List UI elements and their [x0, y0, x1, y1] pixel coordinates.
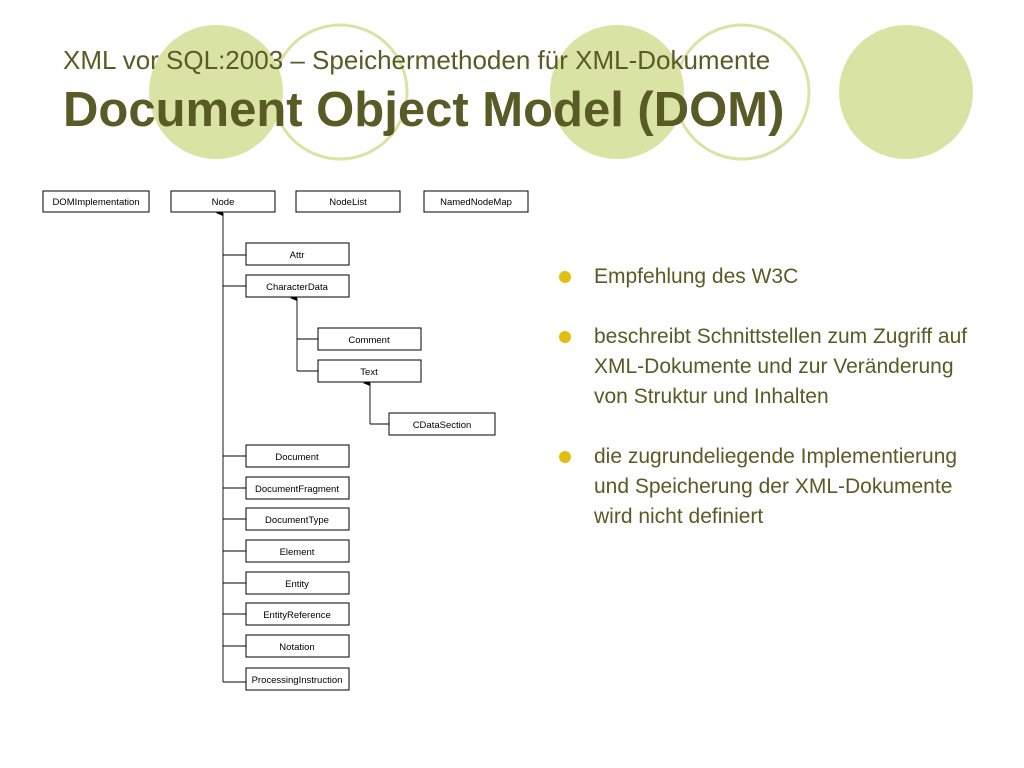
class-box-domimplementation: DOMImplementation: [42, 190, 150, 213]
class-box-comment: Comment: [317, 327, 422, 351]
bullet-text: Empfehlung des W3C: [594, 265, 799, 288]
class-box-documenttype: DocumentType: [245, 507, 350, 531]
bullet-dot-icon: [559, 271, 571, 283]
decor-circle-outline: [673, 23, 811, 161]
class-label: Element: [280, 547, 315, 558]
bullet-list: Empfehlung des W3C beschreibt Schnittste…: [557, 262, 987, 562]
class-label: DocumentType: [265, 515, 329, 526]
class-label: Node: [212, 197, 235, 208]
bullet-text: die zugrundeliegende Implementierung und…: [594, 445, 958, 528]
class-box-entity: Entity: [245, 571, 350, 595]
decor-circle: [149, 25, 283, 159]
bullet-dot-icon: [559, 331, 571, 343]
class-box-documentfragment: DocumentFragment: [245, 476, 350, 500]
class-box-namednodemap: NamedNodeMap: [423, 190, 529, 213]
class-label: DocumentFragment: [255, 484, 339, 495]
bullet-item: die zugrundeliegende Implementierung und…: [557, 442, 987, 532]
class-label: Notation: [279, 642, 314, 653]
class-label: ProcessingInstruction: [252, 675, 343, 686]
class-box-cdatasection: CDataSection: [388, 412, 496, 436]
class-label: Document: [275, 452, 319, 463]
bullet-item: beschreibt Schnittstellen zum Zugriff au…: [557, 322, 987, 412]
decor-circle-outline: [271, 23, 409, 161]
class-label: NamedNodeMap: [440, 197, 512, 208]
class-label: Attr: [290, 250, 305, 261]
class-box-characterdata: CharacterData: [245, 274, 350, 298]
slide-title: Document Object Model (DOM): [63, 83, 785, 137]
class-label: CharacterData: [266, 282, 328, 293]
decor-circle: [839, 25, 973, 159]
class-box-element: Element: [245, 539, 350, 563]
class-label: DOMImplementation: [52, 197, 139, 208]
class-label: CDataSection: [413, 420, 472, 431]
bullet-item: Empfehlung des W3C: [557, 262, 987, 292]
class-label: NodeList: [329, 197, 367, 208]
class-box-node: Node: [170, 190, 276, 213]
bullet-text: beschreibt Schnittstellen zum Zugriff au…: [594, 325, 968, 408]
class-label: Comment: [348, 335, 390, 346]
class-box-document: Document: [245, 444, 350, 468]
class-label: EntityReference: [263, 610, 331, 621]
class-label: Text: [360, 367, 378, 378]
class-box-attr: Attr: [245, 242, 350, 266]
dom-hierarchy-diagram: DOMImplementation Node NodeList NamedNod…: [42, 190, 529, 691]
decor-circle: [550, 25, 684, 159]
class-label: Entity: [285, 579, 309, 590]
class-box-nodelist: NodeList: [295, 190, 401, 213]
class-box-notation: Notation: [245, 634, 350, 658]
class-box-processinginstruction: ProcessingInstruction: [245, 667, 350, 691]
bullet-dot-icon: [559, 451, 571, 463]
class-box-text: Text: [317, 359, 422, 383]
class-box-entityreference: EntityReference: [245, 602, 350, 626]
slide-subtitle: XML vor SQL:2003 – Speichermethoden für …: [63, 45, 771, 75]
